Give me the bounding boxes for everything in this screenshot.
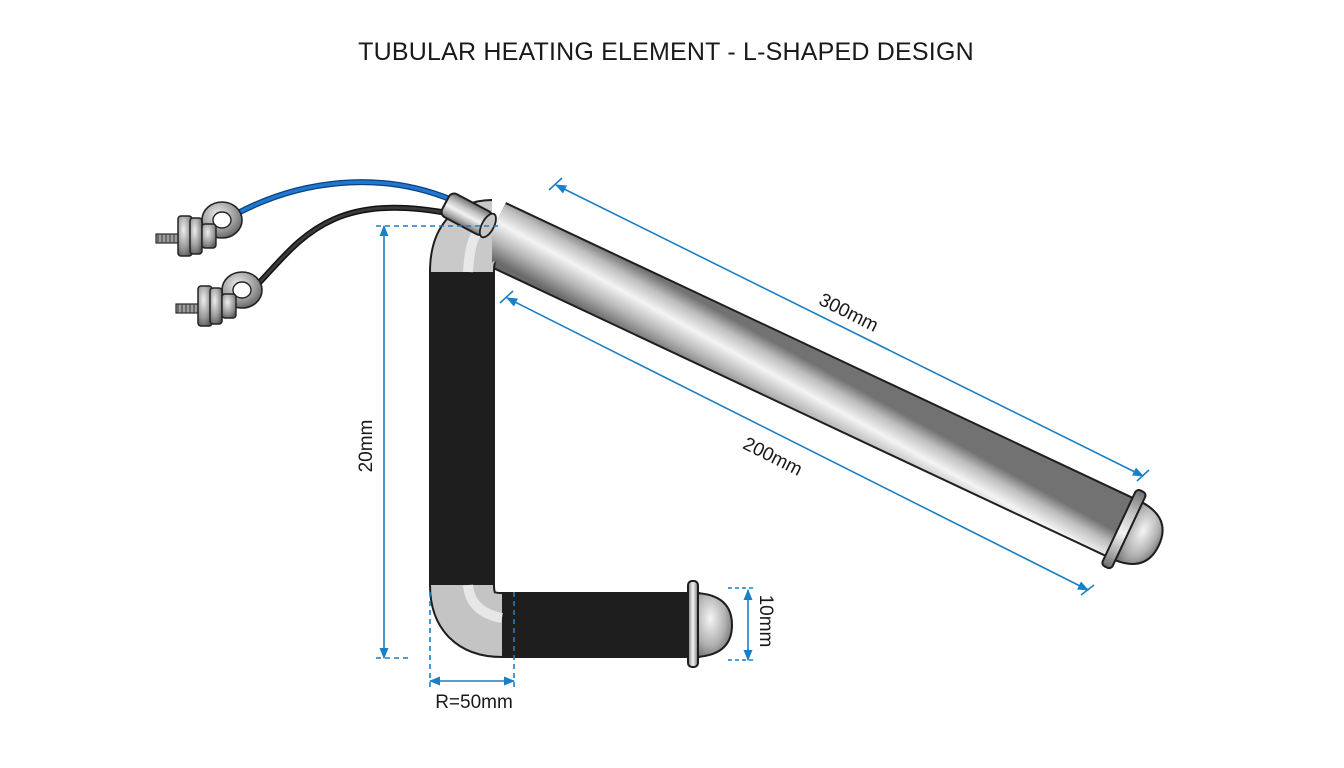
diagonal-end-cap [1113,500,1164,565]
dimension-lines [376,177,1150,690]
dim-label-200: 200mm [739,434,805,481]
dim-label-20: 20mm [356,420,377,473]
terminal-nut-icon [175,271,263,327]
heating-tube [429,192,1164,668]
dim-label-10: 10mm [755,595,776,648]
diagram-title: TUBULAR HEATING ELEMENT - L-SHAPED DESIG… [358,38,974,66]
dim-line-200 [505,297,1090,591]
bottom-collar [687,580,699,668]
lead-wires [233,179,455,287]
terminal-nut-icon [155,201,243,257]
dim-label-radius: R=50mm [435,692,513,713]
bottom-end-cap [695,591,734,659]
black-wire [255,204,455,287]
diagonal-collar [1101,489,1147,570]
